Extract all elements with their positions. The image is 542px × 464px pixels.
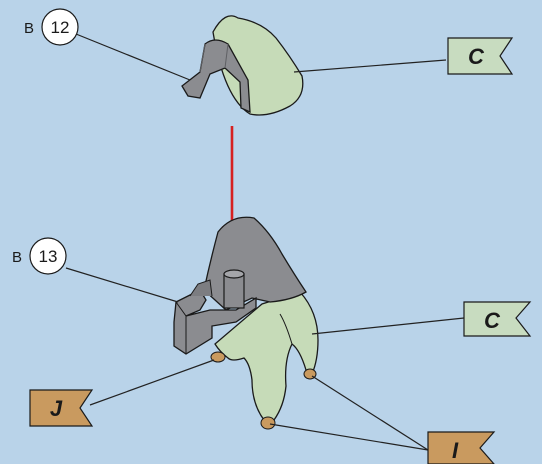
flag-j: J	[29, 389, 94, 427]
foot-bottom	[260, 416, 276, 430]
step-prefix: B	[24, 20, 34, 37]
flag-letter: I	[452, 438, 459, 463]
bottom-assembly	[173, 216, 319, 430]
bottom-cylinder	[223, 273, 245, 309]
flag-i: I	[427, 431, 496, 464]
flag-c-bottom: C	[463, 301, 532, 337]
bottom-fabric-body	[214, 291, 319, 421]
step-number: 12	[51, 18, 70, 37]
step-prefix: B	[12, 249, 22, 266]
flag-c-top: C	[447, 37, 514, 75]
step-callout-12: B 12	[24, 8, 79, 46]
step-callout-13: B 13	[12, 237, 67, 275]
leader-lines	[65, 33, 465, 451]
foot-left	[210, 351, 226, 363]
top-fabric-cover	[212, 15, 304, 116]
flag-letter: C	[468, 44, 485, 69]
flag-letter: J	[50, 396, 63, 421]
flag-letter: C	[484, 308, 501, 333]
bottom-gray-cover	[203, 216, 307, 311]
top-assembly	[181, 15, 304, 116]
step-number: 13	[39, 247, 58, 266]
bottom-gray-bracket	[173, 289, 257, 355]
top-gray-bracket	[181, 39, 251, 114]
